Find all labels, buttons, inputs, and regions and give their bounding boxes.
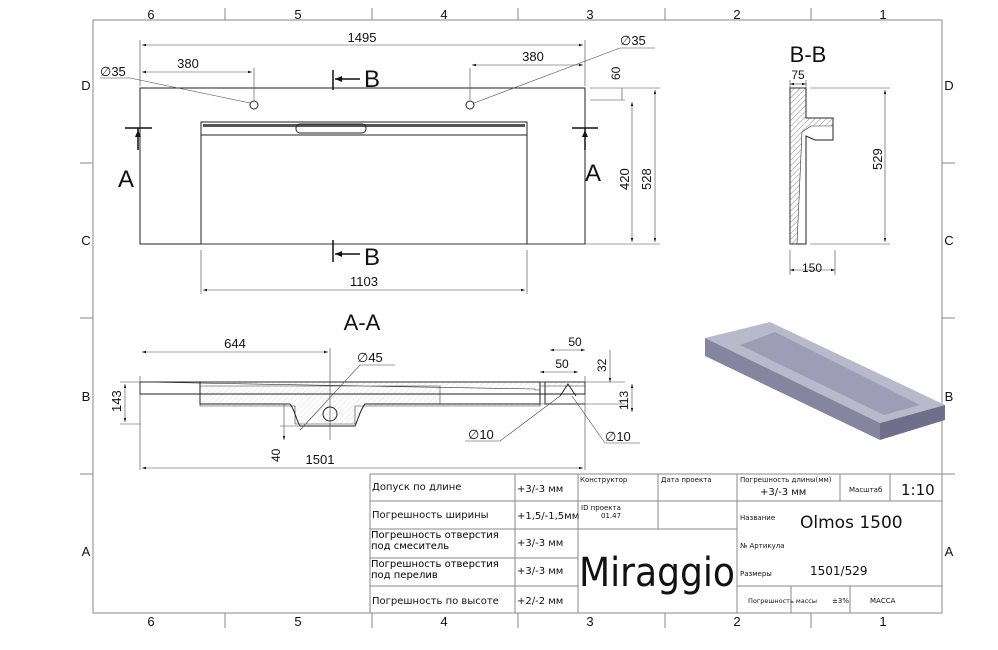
- dim-drain-offset: 644: [224, 336, 246, 351]
- dim-length: 1501: [306, 452, 335, 467]
- dim-basin-depth: 420: [617, 168, 632, 190]
- top-view: 1495 380 380 ∅35 ∅35 60 420 528 1103 A A…: [100, 30, 660, 294]
- tolerance-value: +2/-2 мм: [517, 596, 563, 607]
- section-a-right: A: [585, 160, 601, 187]
- tolerance-label: Погрешность по высоте: [372, 596, 499, 607]
- dim-hole-dia-left: ∅35: [100, 64, 126, 79]
- project-id-label: ID проекта: [581, 504, 621, 512]
- col-label: 2: [733, 614, 740, 629]
- tolerance-value: +3/-3 мм: [517, 538, 563, 549]
- col-label: 6: [147, 7, 154, 22]
- col-label: 1: [879, 7, 886, 22]
- section-bb: B-B 75 529 150: [789, 42, 890, 275]
- dim-hole-offset-left: 380: [177, 56, 199, 71]
- title-block: Допуск по длине +3/-3 мм Погрешность шир…: [369, 473, 943, 614]
- dim-drain-dia: ∅45: [357, 350, 383, 365]
- scale-value: 1:10: [901, 481, 935, 499]
- length-tol-label: Погрешность длины(мм): [740, 476, 832, 484]
- col-label: 5: [294, 614, 301, 629]
- tolerance-value: +3/-3 мм: [517, 566, 563, 577]
- tolerance-value: +3/-3 мм: [517, 484, 563, 495]
- row-label: B: [82, 389, 91, 404]
- brand-logo: Miraggio: [579, 550, 735, 596]
- article-label: № Артикула: [740, 542, 785, 550]
- col-label: 3: [586, 7, 593, 22]
- col-label: 5: [294, 7, 301, 22]
- date-label: Дата проекта: [661, 476, 712, 484]
- project-id: 01.47: [601, 512, 621, 520]
- dim-height-113: 113: [617, 391, 631, 410]
- drawing-frame: 6 5 4 3 2 1 6 5 4 3 2 1 D C B A D C B A: [80, 7, 955, 629]
- section-b-bottom: B: [364, 244, 380, 271]
- dim-basin-length: 1103: [350, 274, 378, 289]
- dim-hole-dia-right: ∅35: [620, 33, 646, 48]
- dim-total-length: 1495: [348, 30, 377, 45]
- size-value: 1501/529: [810, 564, 868, 578]
- dim-total-depth: 528: [639, 168, 654, 190]
- row-label: A: [945, 544, 954, 559]
- dim-hole-depth: 60: [609, 66, 623, 80]
- dim-bb-top: 75: [791, 68, 805, 82]
- dim-bb-height: 529: [870, 148, 885, 170]
- dim-height-total: 143: [109, 390, 124, 412]
- mass-label: МАССА: [870, 597, 896, 605]
- tolerance-label: Погрешность отверстия под смеситель: [371, 530, 499, 552]
- designer-label: Конструктор: [580, 476, 628, 484]
- tolerance-label: Допуск по длине: [372, 482, 461, 493]
- name-label: Название: [740, 514, 775, 522]
- dim-drain-depth: 40: [269, 448, 283, 462]
- row-label: C: [81, 233, 90, 248]
- row-label: A: [82, 544, 91, 559]
- section-b-top: B: [364, 66, 380, 93]
- row-label: B: [945, 389, 954, 404]
- product-3d-render: [705, 322, 945, 440]
- mass-tol: ±3%: [832, 597, 849, 605]
- section-aa-title: A-A: [344, 310, 381, 335]
- col-label: 6: [147, 614, 154, 629]
- dim-hole-2: ∅10: [605, 429, 631, 444]
- dim-inner-50: 50: [555, 357, 569, 371]
- dim-bb-bottom: 150: [802, 261, 822, 275]
- size-label: Размеры: [740, 570, 772, 578]
- dim-32: 32: [595, 358, 609, 372]
- section-aa: A-A 644 ∅45 143 40 1501 50 50 32 113 ∅10…: [109, 310, 640, 470]
- col-label: 4: [440, 7, 447, 22]
- row-label: C: [944, 233, 953, 248]
- scale-label: Масштаб: [849, 486, 882, 494]
- tolerance-value: +1,5/-1,5мм: [517, 511, 579, 522]
- mass-tol-label: Погрешность массы: [748, 597, 817, 605]
- tolerance-label: Погрешность ширины: [372, 510, 489, 521]
- dim-hole-1: ∅10: [468, 427, 494, 442]
- section-a-left: A: [118, 166, 134, 193]
- length-tol: +3/-3 мм: [760, 487, 806, 498]
- row-label: D: [81, 78, 90, 93]
- dim-hole-offset-right: 380: [522, 49, 544, 64]
- col-label: 1: [879, 614, 886, 629]
- section-bb-title: B-B: [790, 42, 827, 67]
- row-label: D: [944, 78, 953, 93]
- dim-top-50: 50: [568, 335, 582, 349]
- col-label: 4: [440, 614, 447, 629]
- tolerance-label: Погрешность отверстия под перелив: [371, 559, 499, 581]
- col-label: 3: [586, 614, 593, 629]
- col-label: 2: [733, 7, 740, 22]
- product-name: Olmos 1500: [800, 513, 903, 533]
